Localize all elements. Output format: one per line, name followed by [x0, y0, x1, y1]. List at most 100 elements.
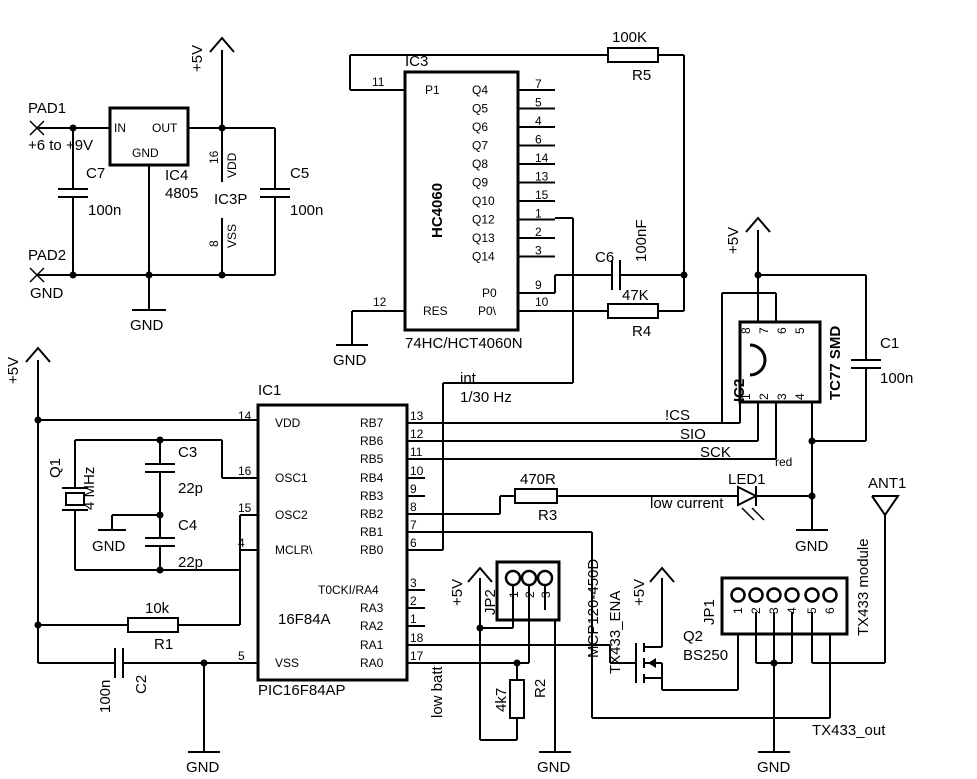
ic3-q-pin: 2: [535, 225, 542, 239]
q2-label: Q2: [683, 628, 703, 645]
r1-value: 10k: [145, 600, 170, 617]
tx433-module-label: TX433 module: [855, 538, 872, 636]
vcc-label-ic2: +5V: [725, 227, 742, 254]
ic3-chip-name: HC4060: [429, 183, 446, 238]
ic1-left-pin-number: 15: [238, 501, 252, 515]
r5-label: R5: [632, 67, 651, 84]
ic3p-vdd: VDD: [225, 152, 239, 178]
ic1-right-pin-number: 8: [410, 500, 417, 514]
ic3-part: 74HC/HCT4060N: [405, 335, 523, 352]
ic2-bottom-pin: 1: [739, 393, 753, 400]
ic1-right-pin-number: 1: [410, 612, 417, 626]
vcc-label-top: +5V: [189, 45, 206, 72]
jp1-pin-number: 2: [749, 607, 763, 614]
jp2-label: JP2: [482, 589, 499, 615]
c6-label: C6: [595, 249, 614, 266]
ic4-type: 4805: [165, 185, 198, 202]
jp1-pin-number: 3: [767, 607, 781, 614]
ic1-type: 16F84A: [278, 611, 331, 628]
ic1-left-pin-label: VDD: [275, 416, 301, 430]
ic2-top-pin: 5: [793, 327, 807, 334]
ic1-right-pin-number: 13: [410, 409, 424, 423]
ic3-q-pin: 6: [535, 133, 542, 147]
q1-label: Q1: [47, 458, 64, 478]
ic3-q-label: Q9: [472, 176, 488, 190]
ic2-top-pin: 7: [757, 327, 771, 334]
gnd-label-jp2: GND: [537, 759, 571, 776]
ic1-left-pin-label: VSS: [275, 656, 299, 670]
ic2-bottom-pin: 3: [775, 393, 789, 400]
q2-type: BS250: [683, 647, 728, 664]
q1-value: 4 MHz: [81, 467, 98, 510]
gnd-label-ic4: GND: [130, 317, 164, 334]
gnd-label-c2: GND: [186, 759, 220, 776]
ic1-right-pin-label: RB7: [360, 416, 384, 430]
ic3-q-label: Q6: [472, 120, 488, 134]
ic2-type: TC77 SMD: [827, 326, 844, 400]
ic3p-vss: VSS: [225, 224, 239, 248]
ic1-right-pin-number: 3: [410, 576, 417, 590]
ic3-counter: IC3 HC4060 74HC/HCT4060N P1 RES P0 P0\ Q…: [333, 29, 688, 551]
low-battery-detector: +5V JP2 1 2 3 MCP120-450D GND low batt 4…: [407, 559, 602, 776]
ic1-right-pin-label: T0CKI/RA4: [318, 583, 379, 597]
ic3-q-label: Q13: [472, 231, 495, 245]
ic3-label: IC3: [405, 53, 428, 70]
ic4-gnd: GND: [132, 146, 159, 160]
pad1-label: PAD1: [28, 100, 66, 117]
ic1-right-pin-label: RA1: [360, 638, 384, 652]
ic3-body: [403, 70, 520, 332]
c1-label: C1: [880, 335, 899, 352]
c5-value: 100n: [290, 202, 323, 219]
jp1-pin-number: 1: [731, 607, 745, 614]
r3-label: R3: [538, 507, 557, 524]
sck-label: SCK: [700, 444, 731, 461]
ic3p-pin8: 8: [207, 240, 221, 247]
ic1-label: IC1: [258, 382, 281, 399]
r5-body: [607, 47, 659, 63]
ic4-body: [108, 106, 190, 167]
ic1-left-pin-number: 5: [238, 649, 245, 663]
gnd-label-ic2: GND: [795, 538, 829, 555]
ic2-body: [738, 320, 822, 404]
ic3-q-label: Q4: [472, 83, 488, 97]
gnd-label-ic3: GND: [333, 352, 367, 369]
ic3p-label: IC3P: [214, 191, 247, 208]
jp1-pin-number: 6: [823, 607, 837, 614]
jp1-pin-number: 5: [805, 607, 819, 614]
led1-label: LED1: [728, 471, 766, 488]
ic3-q-label: Q7: [472, 139, 488, 153]
ic1-body: [256, 403, 409, 682]
jp1-body: [720, 576, 849, 636]
r4-body: [607, 303, 659, 319]
c4-value: 22p: [178, 554, 203, 571]
ncs-label: !CS: [665, 407, 690, 424]
ic3-q-pin: 14: [535, 151, 549, 165]
ic2-bottom-pin: 4: [793, 393, 807, 400]
ic1-right-pin-label: RA3: [360, 601, 384, 615]
c3-value: 22p: [178, 480, 203, 497]
mcp-label: MCP120-450D: [585, 559, 602, 658]
r4-value: 47K: [622, 287, 649, 304]
r2-label: R2: [532, 679, 549, 698]
ic1-right-pin-label: RB5: [360, 452, 384, 466]
ic3p-pin16: 16: [207, 150, 221, 164]
ic1-part: PIC16F84AP: [258, 682, 346, 699]
vcc-label-left: +5V: [5, 357, 22, 384]
ic1-right-pin-number: 2: [410, 594, 417, 608]
ic4-in: IN: [114, 121, 126, 135]
c5-label: C5: [290, 165, 309, 182]
ic1-left-pin-label: OSC1: [275, 471, 308, 485]
ic1-right-pin-label: RA0: [360, 656, 384, 670]
ic3-q-label: Q5: [472, 102, 488, 116]
ic3-q-pin: 15: [535, 188, 549, 202]
ic1-right-pin-number: 12: [410, 427, 424, 441]
ic1-left-pin-number: 16: [238, 464, 252, 478]
ic1-right-pin-label: RA2: [360, 619, 384, 633]
jp1-label: JP1: [701, 599, 718, 625]
r2-body: [509, 679, 525, 719]
ant1-label: ANT1: [868, 475, 906, 492]
ic3-q-pin: 13: [535, 170, 549, 184]
